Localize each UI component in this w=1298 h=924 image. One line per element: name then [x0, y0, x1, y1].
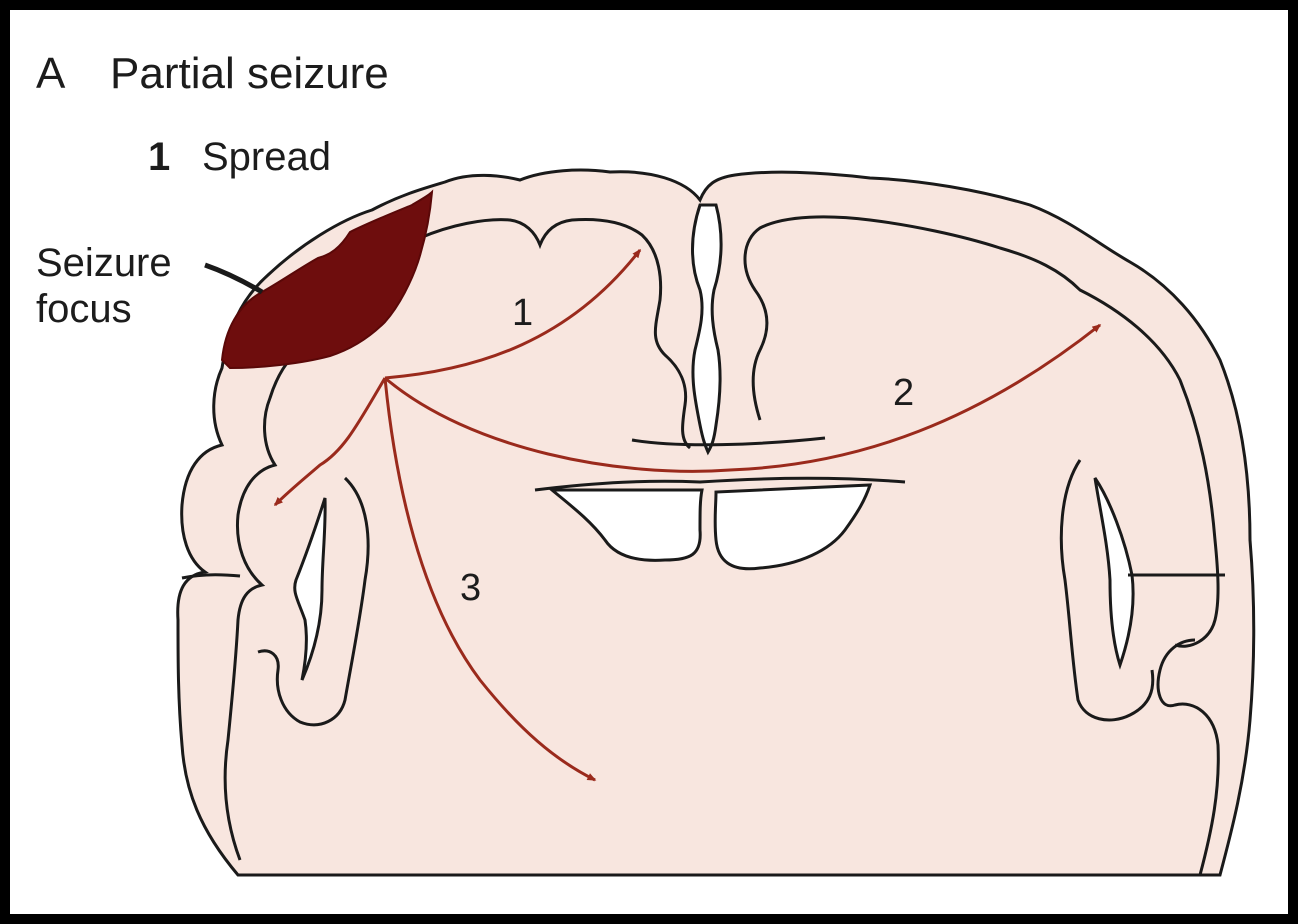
seizure-focus-label-line2: focus	[36, 287, 132, 331]
panel-title: Partial seizure	[110, 49, 389, 98]
focus-leader-line	[205, 265, 262, 292]
subtitle-number: 1	[148, 135, 170, 179]
panel-letter: A	[36, 49, 66, 98]
subtitle-label: Spread	[202, 135, 331, 179]
path-label-1: 1	[512, 292, 533, 334]
seizure-focus-label-line1: Seizure	[36, 241, 172, 285]
path-label-3: 3	[460, 567, 481, 609]
path-label-2: 2	[893, 372, 914, 414]
